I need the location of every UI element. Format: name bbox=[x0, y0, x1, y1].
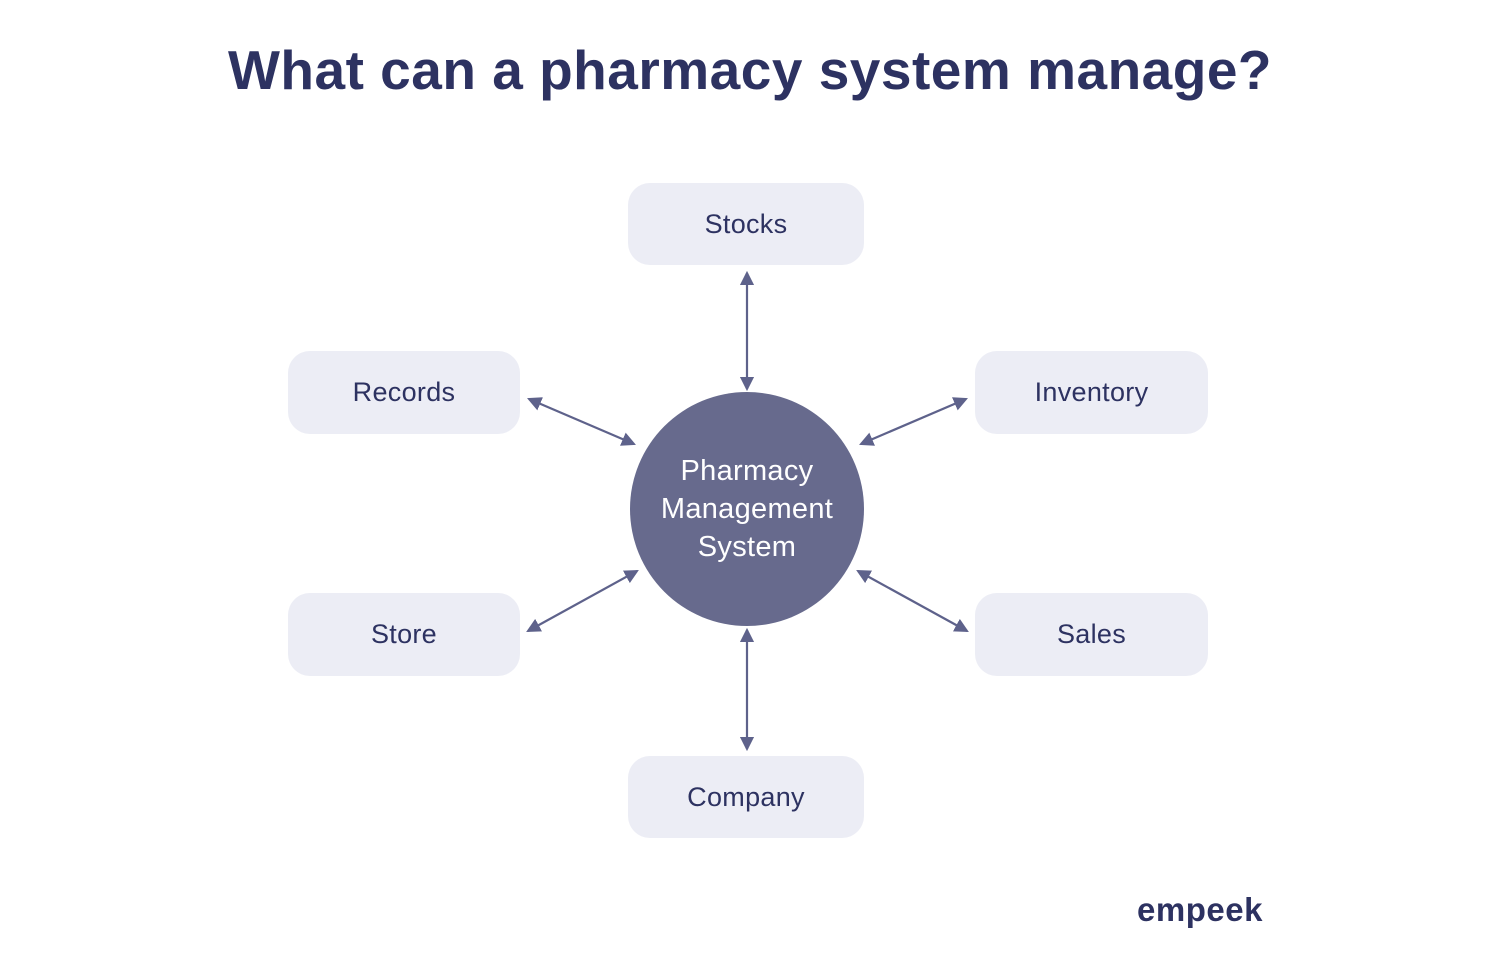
node-stocks: Stocks bbox=[628, 183, 864, 265]
empeek-logo: empeek bbox=[1137, 891, 1263, 928]
node-sales: Sales bbox=[975, 593, 1208, 676]
center-node-line1: Pharmacy bbox=[680, 455, 814, 487]
node-stocks-label: Stocks bbox=[704, 208, 788, 239]
node-company: Company bbox=[628, 756, 864, 838]
arrow-center-store bbox=[526, 569, 639, 633]
node-inventory: Inventory bbox=[975, 351, 1208, 434]
arrow-center-records bbox=[527, 397, 636, 446]
center-node-line3: System bbox=[697, 531, 797, 563]
node-records-label: Records bbox=[352, 377, 456, 407]
node-store: Store bbox=[288, 593, 520, 676]
center-node-line2: Management bbox=[660, 493, 834, 525]
node-sales-label: Sales bbox=[1056, 619, 1127, 649]
node-company-label: Company bbox=[687, 781, 805, 812]
node-records: Records bbox=[288, 351, 520, 434]
arrow-center-inventory bbox=[859, 397, 968, 446]
page-title: What can a pharmacy system manage? bbox=[227, 39, 1273, 101]
node-store-label: Store bbox=[370, 619, 438, 649]
arrow-center-sales bbox=[856, 569, 969, 633]
node-inventory-label: Inventory bbox=[1034, 377, 1149, 407]
center-node-pharmacy-management-system: Pharmacy Management System bbox=[630, 392, 864, 626]
